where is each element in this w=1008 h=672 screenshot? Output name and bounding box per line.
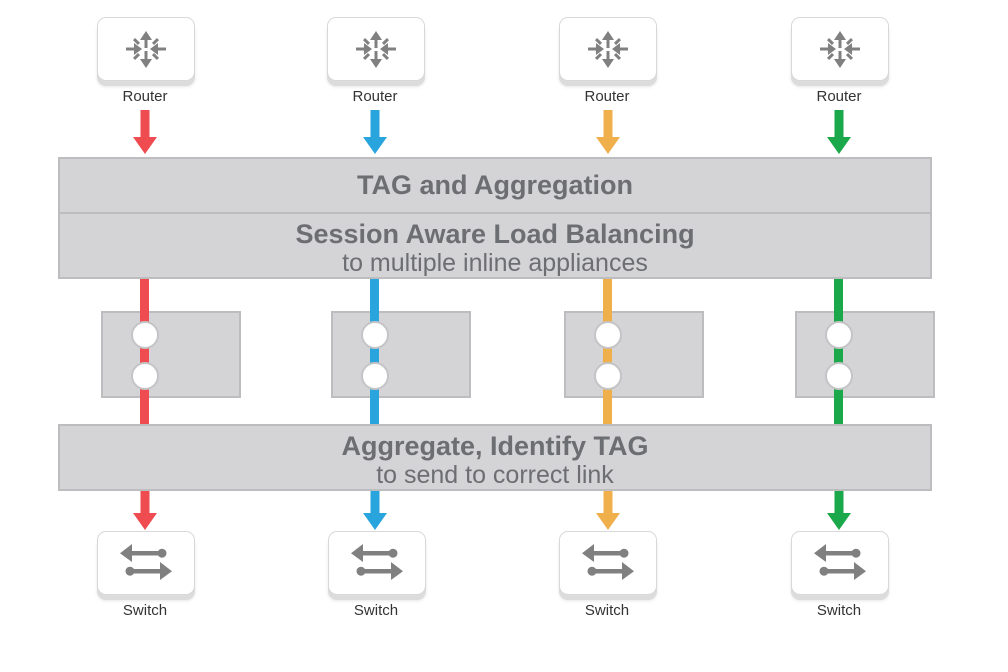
router-label-1: Router	[122, 88, 168, 105]
load-balancing-title: Session Aware Load Balancing	[295, 219, 695, 249]
stream-blue-segment	[370, 311, 379, 398]
router-label-4: Router	[816, 88, 862, 105]
appliance-port-out-2	[361, 362, 389, 390]
switch-icon	[582, 544, 634, 580]
tag-aggregation-title: TAG and Aggregation	[357, 170, 633, 200]
router-node-4	[791, 17, 889, 81]
arrow-down-red	[133, 110, 157, 154]
appliance-port-in-3	[594, 321, 622, 349]
switch-label-2: Switch	[353, 602, 399, 619]
arrow-down-orange	[596, 110, 620, 154]
inline-appliance-3	[564, 311, 704, 398]
switch-icon	[120, 544, 172, 580]
router-node-2	[327, 17, 425, 81]
arrow-down-blue	[363, 110, 387, 154]
tag-aggregation-band: TAG and Aggregation	[58, 157, 932, 214]
appliance-port-in-4	[825, 321, 853, 349]
switch-node-2	[328, 531, 426, 595]
router-label-2: Router	[352, 88, 398, 105]
inline-appliance-4	[795, 311, 935, 398]
router-node-1	[97, 17, 195, 81]
switch-label-4: Switch	[816, 602, 862, 619]
aggregate-identify-title: Aggregate, Identify TAG	[341, 431, 649, 461]
inline-appliance-2	[331, 311, 471, 398]
router-icon	[356, 31, 396, 68]
switch-node-4	[791, 531, 889, 595]
router-icon	[126, 31, 166, 68]
stream-red-segment	[140, 311, 149, 398]
router-node-3	[559, 17, 657, 81]
stream-orange-segment	[603, 311, 612, 398]
arrow-down-orange-bottom	[596, 491, 620, 530]
load-balancing-subtitle: to multiple inline appliances	[342, 249, 648, 277]
appliance-port-out-4	[825, 362, 853, 390]
switch-label-1: Switch	[122, 602, 168, 619]
switch-node-3	[559, 531, 657, 595]
arrow-down-red-bottom	[133, 491, 157, 530]
switch-icon	[814, 544, 866, 580]
aggregate-identify-subtitle: to send to correct link	[376, 461, 614, 489]
appliance-port-in-1	[131, 321, 159, 349]
appliance-port-out-1	[131, 362, 159, 390]
inline-appliance-1	[101, 311, 241, 398]
arrow-down-green-bottom	[827, 491, 851, 530]
appliance-port-in-2	[361, 321, 389, 349]
switch-icon	[351, 544, 403, 580]
router-icon	[820, 31, 860, 68]
aggregate-identify-band: Aggregate, Identify TAG to send to corre…	[58, 424, 932, 491]
switch-label-3: Switch	[584, 602, 630, 619]
switch-node-1	[97, 531, 195, 595]
arrow-down-green	[827, 110, 851, 154]
load-balancing-band: Session Aware Load Balancing to multiple…	[58, 212, 932, 279]
router-label-3: Router	[584, 88, 630, 105]
appliance-port-out-3	[594, 362, 622, 390]
stream-green-segment	[834, 311, 843, 398]
router-icon	[588, 31, 628, 68]
arrow-down-blue-bottom	[363, 491, 387, 530]
